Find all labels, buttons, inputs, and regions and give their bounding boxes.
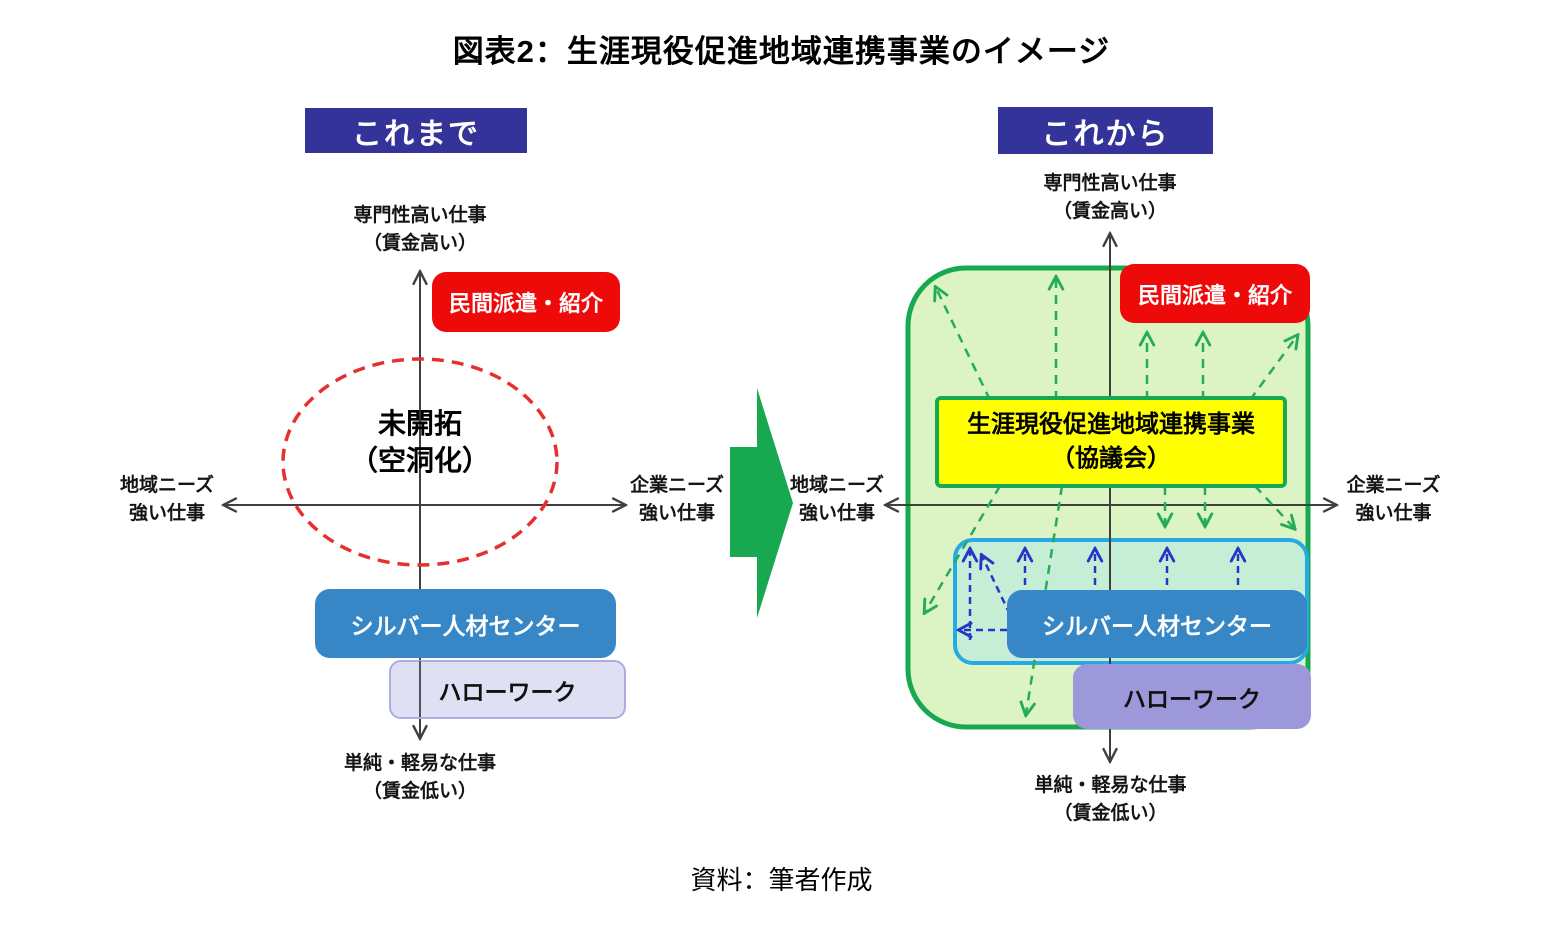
before-private-agency-box: 民間派遣・紹介 bbox=[432, 272, 620, 332]
header-before: これまで bbox=[305, 108, 527, 153]
before-axis-left-label: 地域ニーズ 強い仕事 bbox=[119, 475, 215, 524]
before-hellowork-box: ハローワーク bbox=[389, 660, 626, 719]
untapped-label: 未開拓 （空洞化） bbox=[349, 408, 490, 476]
after-silver-center-box: シルバー人材センター bbox=[1007, 590, 1307, 658]
untapped-ellipse bbox=[281, 357, 559, 567]
figure-title: 図表2：生涯現役促進地域連携事業のイメージ bbox=[452, 34, 1111, 69]
before-axis-bottom-label: 単純・軽易な仕事 （賃金低い） bbox=[343, 753, 496, 802]
axis-overlay-segment bbox=[419, 661, 421, 717]
green-dashed-arrow bbox=[925, 485, 1002, 612]
before-silver-center-box: シルバー人材センター bbox=[315, 589, 616, 658]
source-note: 資料：筆者作成 bbox=[690, 866, 873, 895]
after-axis-right-label: 企業ニーズ 強い仕事 bbox=[1346, 475, 1441, 524]
green-dashed-arrow bbox=[1248, 336, 1297, 401]
project-council-box: 生涯現役促進地域連携事業 （協議会） bbox=[935, 396, 1287, 488]
after-private-agency-box: 民間派遣・紹介 bbox=[1120, 264, 1310, 323]
after-axis-left-label: 地域ニーズ 強い仕事 bbox=[789, 475, 885, 524]
after-axis-top-label: 専門性高い仕事 （賃金高い） bbox=[1043, 173, 1177, 222]
green-dashed-arrow bbox=[936, 288, 992, 401]
before-axis-top-label: 専門性高い仕事 （賃金高い） bbox=[353, 205, 487, 254]
transition-arrow bbox=[730, 388, 793, 618]
header-after: これから bbox=[998, 107, 1213, 154]
before-axis-right-label: 企業ニーズ 強い仕事 bbox=[629, 475, 725, 524]
after-axis-bottom-label: 単純・軽易な仕事 （賃金低い） bbox=[1034, 775, 1187, 824]
after-hellowork-box: ハローワーク bbox=[1073, 664, 1311, 729]
